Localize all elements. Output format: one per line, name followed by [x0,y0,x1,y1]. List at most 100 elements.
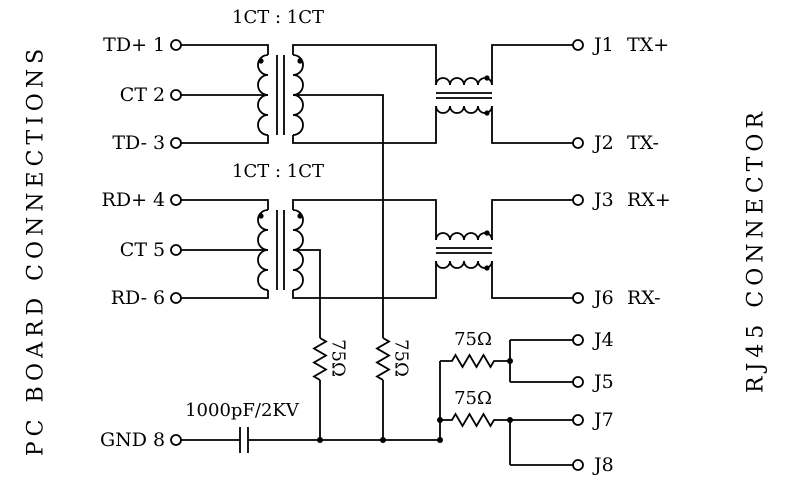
pin-name-j2: J2 [592,132,614,154]
pin-name-j8: J8 [592,454,614,476]
pin-terminal-8 [170,434,182,446]
wire-j3 [491,199,573,240]
wire-rx-ct-tap [293,249,321,338]
wire-tx-ct-tap [293,94,384,338]
rx-choke [435,199,573,299]
pin-name-ct-2: CT [120,84,148,106]
left-side-title: PC BOARD CONNECTIONS [24,44,49,456]
tx-core [276,55,285,135]
wire-tx-secondary-top [292,44,437,85]
pin-terminal-j1 [572,39,584,51]
ground-network: 1000pF/2KV 75Ω 75Ω [181,329,573,466]
wire-rd-plus [181,199,269,210]
tx-choke-bottom-winding [435,105,493,114]
junction-dot [507,417,513,423]
pin-terminal-5 [170,244,182,256]
tx-transformer: 1CT : 1CT [181,7,437,144]
right-side-title: RJ45 CONNECTOR [744,107,769,393]
pin-name-td-minus: TD- [112,132,147,154]
rx-choke-core [436,247,492,254]
pin-terminal-j5 [572,376,584,388]
pin-terminal-6 [170,292,182,304]
junction-dot [437,417,443,423]
pin-signal-j6: RX- [627,287,661,309]
resistor-j7j8-label: 75Ω [454,388,492,409]
rx-transformer: 1CT : 1CT [181,161,437,299]
rx-primary-winding [257,209,269,291]
pin-signal-j1: TX+ [627,34,669,56]
rx-secondary-phase-dot [297,213,303,219]
capacitor-value-label: 1000pF/2KV [185,400,300,421]
pin-terminal-j4 [572,334,584,346]
pin-terminal-4 [170,194,182,206]
rx-transformer-ratio-label: 1CT : 1CT [232,161,324,182]
tx-choke-core [436,92,492,99]
pin-name-rd-minus: RD- [111,287,147,309]
resistor-tx-ct [375,337,391,381]
pin-number-2: 2 [153,84,165,106]
junction-dot [507,358,513,364]
rj45-pins: J1 TX+ J2 TX- J3 RX+ J6 RX- J4 J5 J7 J8 [572,34,671,476]
pin-name-rd-plus: RD+ [102,189,147,211]
pin-number-3: 3 [153,132,165,154]
pin-name-j6: J6 [592,287,614,309]
rx-choke-top-phase-dot [484,230,490,236]
wire-j2 [491,106,573,144]
pin-signal-j2: TX- [627,132,659,154]
pin-number-6: 6 [153,287,165,309]
pin-terminal-j6 [572,292,584,304]
junction-dot [317,437,323,443]
pin-number-8: 8 [153,429,165,451]
pin-terminal-3 [170,137,182,149]
pin-terminal-1 [170,39,182,51]
tx-transformer-ratio-label: 1CT : 1CT [232,7,324,28]
tx-choke [435,44,573,144]
resistor-j7j8 [440,412,510,428]
pin-name-gnd: GND [100,429,147,451]
junction-dot [437,437,443,443]
resistor-j4j5 [440,353,510,369]
pin-number-1: 1 [153,34,165,56]
pin-signal-j3: RX+ [627,189,671,211]
pin-name-j3: J3 [592,189,614,211]
rx-choke-top-winding [435,232,493,241]
tx-choke-top-winding [435,77,493,86]
pin-number-5: 5 [153,239,165,261]
wire-j6 [491,261,573,299]
pin-name-j1: J1 [592,34,614,56]
tx-primary-winding [257,54,269,136]
pin-name-j5: J5 [592,371,614,393]
wire-rd-minus [181,290,269,299]
pc-board-pins: TD+ 1 CT 2 TD- 3 RD+ 4 CT 5 RD- 6 GND 8 [100,34,182,451]
pin-terminal-j3 [572,194,584,206]
pin-name-j7: J7 [592,409,614,431]
center-tap-resistors: 75Ω 75Ω [293,94,412,440]
rx-choke-bottom-phase-dot [484,265,490,271]
resistor-rx-ct-label: 75Ω [328,339,349,377]
junction-dot [380,437,386,443]
wire-rx-secondary-top [292,199,437,240]
wire-j1 [491,44,573,85]
resistor-rx-ct [312,337,328,381]
wire-rx-secondary-bottom [292,261,437,299]
wire-td-minus [181,135,269,144]
resistor-j4j5-label: 75Ω [454,329,492,350]
wire-tx-secondary-bottom [292,106,437,144]
capacitor-plates [239,427,249,453]
pin-terminal-j7 [572,414,584,426]
pin-name-ct-5: CT [120,239,148,261]
pin-terminal-j8 [572,459,584,471]
resistor-tx-ct-label: 75Ω [391,339,412,377]
tx-primary-phase-dot [258,58,264,64]
rx-choke-bottom-winding [435,260,493,269]
pin-terminal-j2 [572,137,584,149]
pin-name-td-plus: TD+ [103,34,147,56]
tx-secondary-phase-dot [297,58,303,64]
pin-name-j4: J4 [592,329,614,351]
tx-choke-bottom-phase-dot [484,110,490,116]
pin-number-4: 4 [153,189,165,211]
tx-choke-top-phase-dot [484,75,490,81]
rx-core [276,210,285,290]
